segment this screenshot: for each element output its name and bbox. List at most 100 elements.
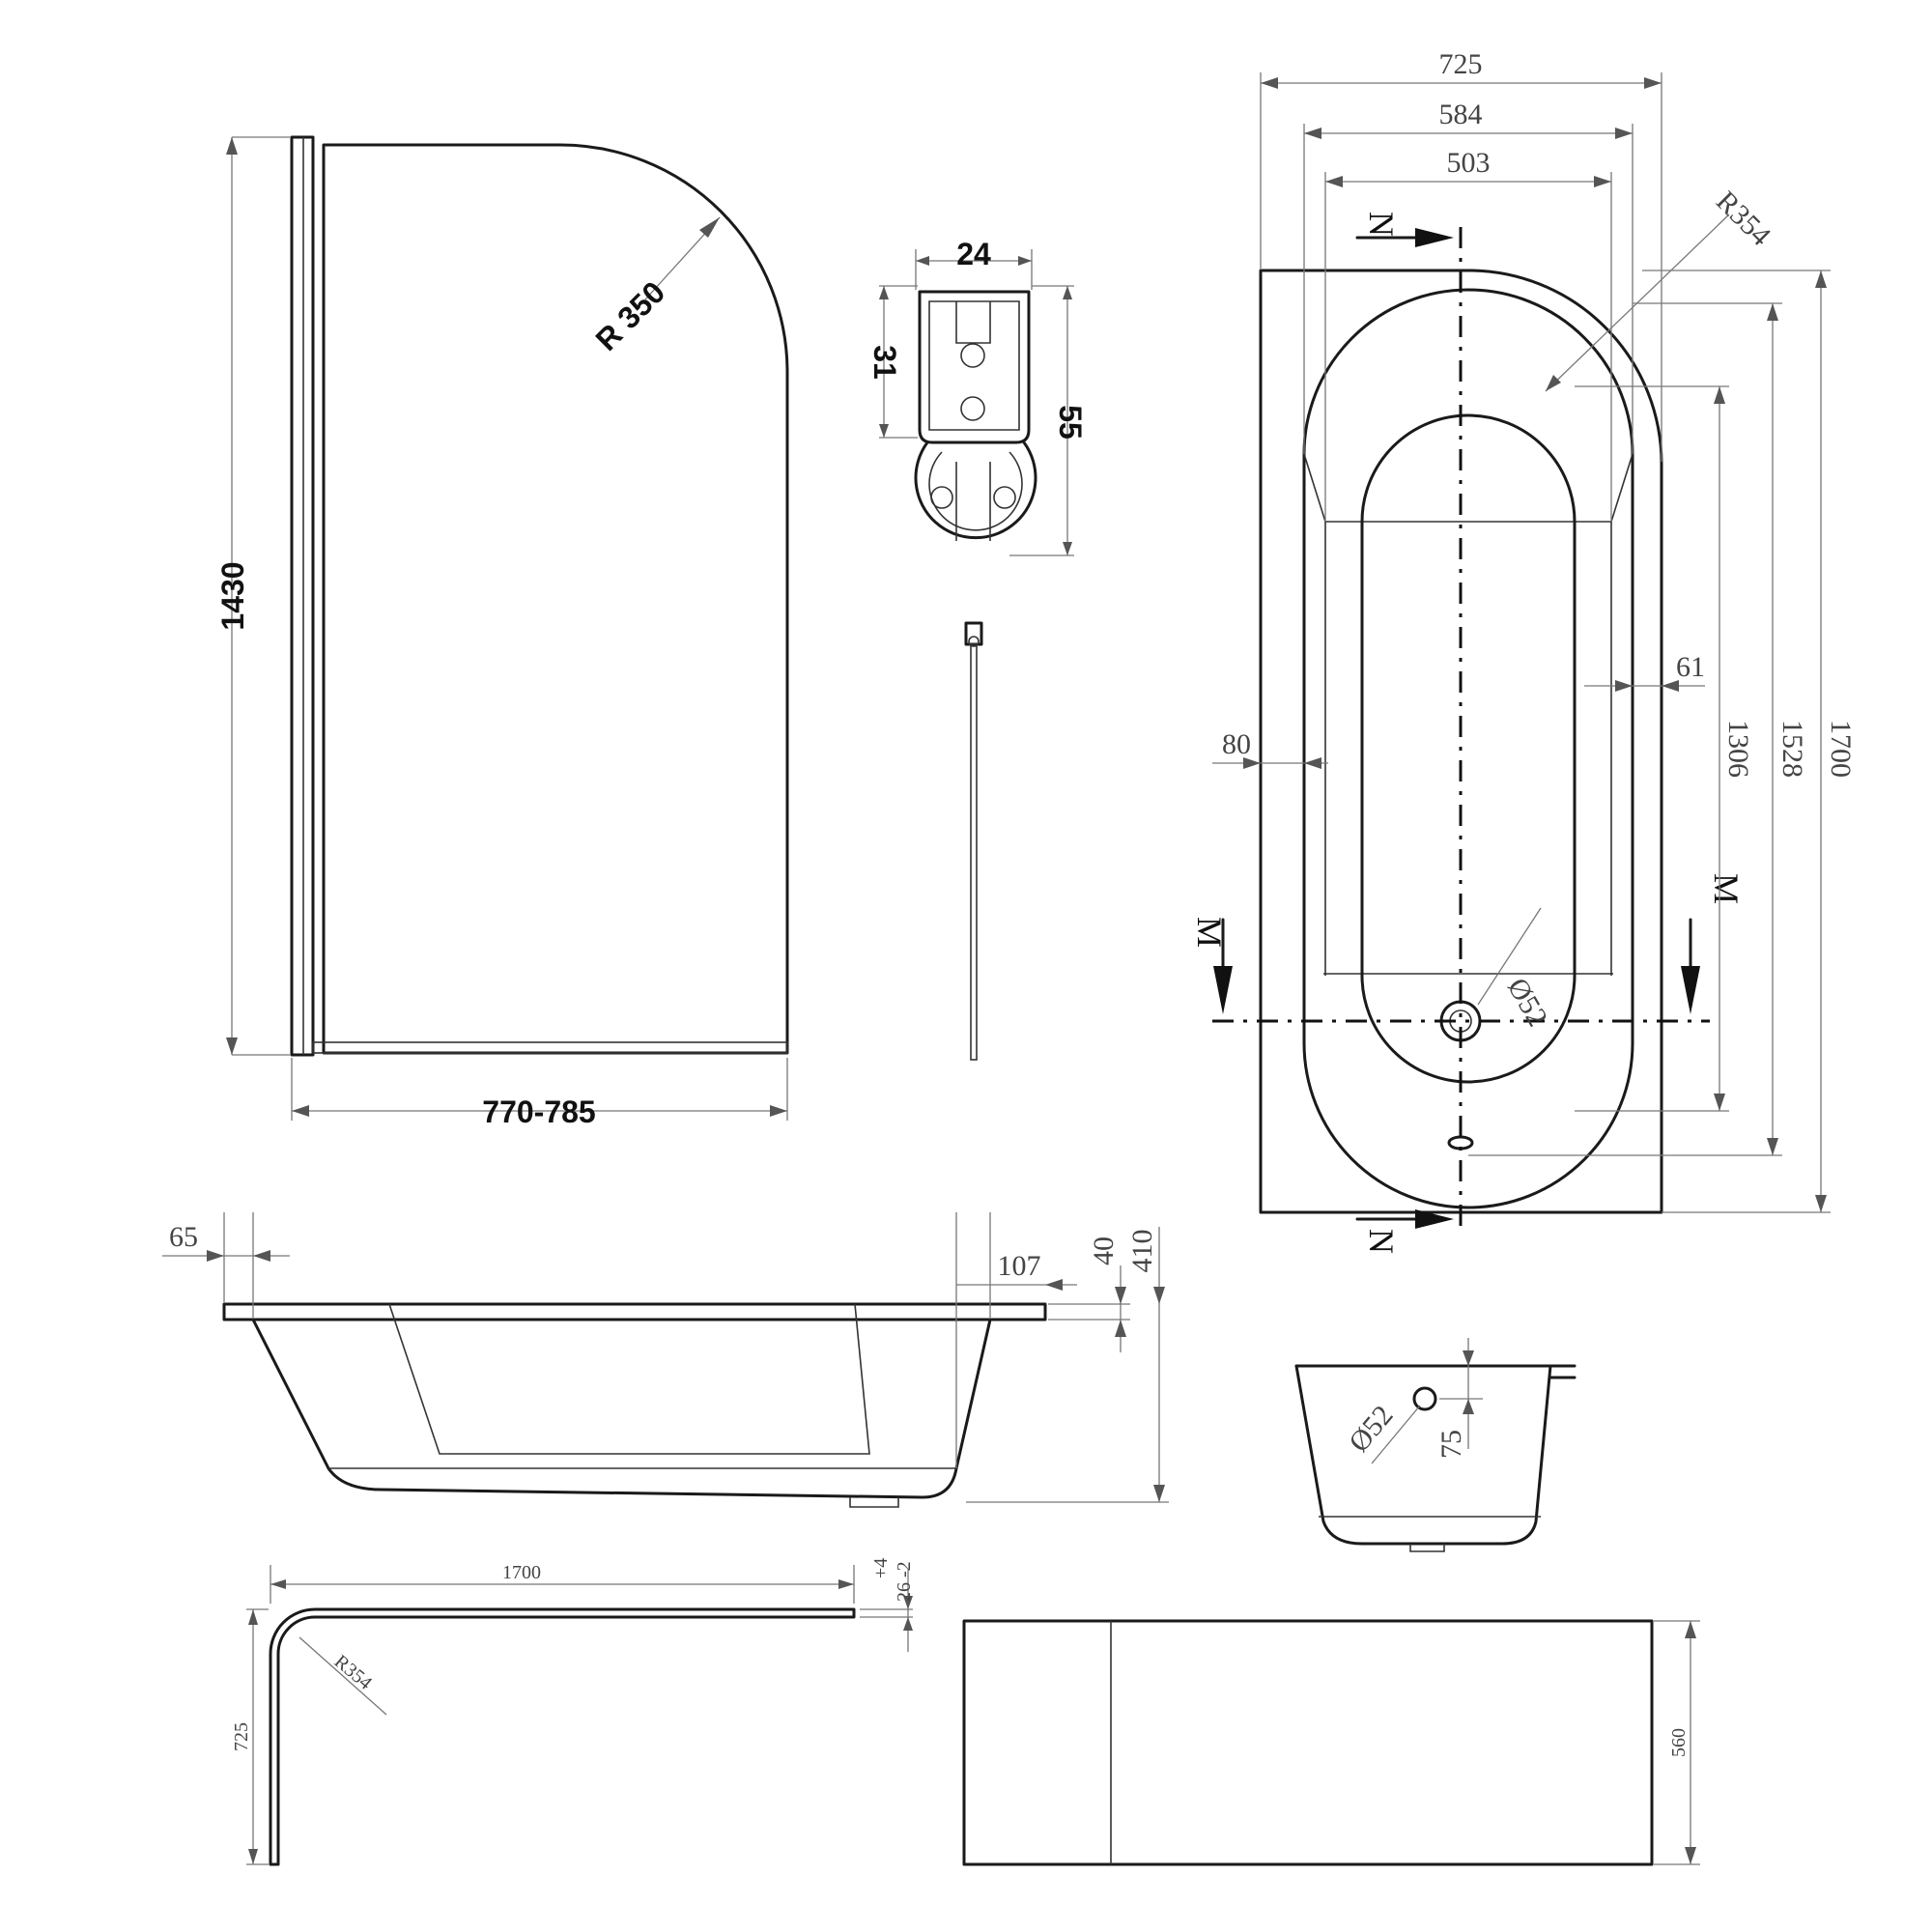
- plan-waste-label: Ø52: [1501, 973, 1553, 1032]
- plan-w584-arrow-right: [1615, 128, 1633, 139]
- hinge-profile-detail: 24 31 55: [867, 237, 1088, 556]
- end-75-arrow-top: [1463, 1350, 1474, 1366]
- profile-width-arrow-left: [916, 256, 929, 266]
- panel-plan-view: 1700 725 R354 +4 26 -2: [231, 1558, 915, 1866]
- plan-rim61-label: 61: [1676, 651, 1705, 683]
- bath-plan-view: N N M M 725 584 503 R354: [1190, 48, 1857, 1254]
- screen-glass-panel: [322, 143, 789, 1055]
- profile-round-inner: [928, 451, 1023, 531]
- section-n-label-top: N: [1362, 212, 1401, 237]
- plan-w725-arrow-left: [1261, 77, 1278, 89]
- end-75-arrow-bottom: [1463, 1399, 1474, 1414]
- plan-l1528-arrow-bottom: [1767, 1138, 1778, 1155]
- side-view-hinge-pin: [968, 636, 980, 647]
- plan-outer-deck: [1259, 269, 1663, 1214]
- section-n-arrow-top-head: [1415, 228, 1454, 247]
- panel-tol-minus-label: 26 -2: [894, 1561, 915, 1602]
- plan-w725-label: 725: [1439, 48, 1483, 80]
- profile-upper-slot: [955, 301, 991, 344]
- bath-end-section: Ø52 75: [1294, 1338, 1577, 1552]
- side-rim: [222, 1302, 1047, 1321]
- panel-725-label: 725: [231, 1722, 252, 1751]
- profile-channel-outline: [918, 290, 1031, 444]
- plan-w584-arrow-left: [1304, 128, 1321, 139]
- plan-waste-leader: [1477, 907, 1542, 1006]
- section-m-arrow-right-head: [1681, 966, 1700, 1014]
- plan-l1306-arrow-bottom: [1714, 1094, 1725, 1111]
- side-waste-trap: [849, 1497, 899, 1508]
- screen-height-arrow-top: [226, 137, 238, 155]
- panel-plan-profile: [269, 1607, 856, 1866]
- side-410-label: 410: [1126, 1230, 1158, 1273]
- end-waste-label: Ø52: [1343, 1400, 1399, 1459]
- panel-tol-arrow-bottom: [903, 1617, 913, 1631]
- end-panel-elevation: 560: [962, 1619, 1700, 1866]
- end-panel-outline: [962, 1619, 1654, 1866]
- screen-width-arrow-right: [770, 1105, 787, 1117]
- side-107-label: 107: [998, 1250, 1041, 1282]
- bath-side-elevation: 65 107 40 410: [162, 1212, 1169, 1508]
- panel-725-arrow-bottom: [248, 1849, 258, 1864]
- profile-round-housing: [914, 440, 1037, 540]
- panel-725-arrow-top: [248, 1609, 258, 1625]
- panel-1700-arrow-right: [838, 1579, 854, 1589]
- screen-radius-arrowhead: [699, 217, 720, 238]
- plan-bath-wall-lines: [1324, 522, 1612, 976]
- plan-w503-label: 503: [1447, 147, 1491, 179]
- profile-channel-inner: [928, 300, 1020, 431]
- plan-radius-arrowhead: [1546, 375, 1561, 391]
- side-65-label: 65: [169, 1221, 198, 1253]
- side-65-arrow-right: [253, 1250, 270, 1262]
- screen-height-arrow-bottom: [226, 1037, 238, 1055]
- plan-l1700-arrow-top: [1815, 270, 1827, 288]
- section-n-label-bottom: N: [1362, 1229, 1401, 1254]
- profile-short-label: 31: [867, 345, 902, 380]
- plan-l1700-arrow-bottom: [1815, 1195, 1827, 1212]
- end-panel-560-arrow-bottom: [1685, 1847, 1696, 1864]
- section-n-arrow-bottom-head: [1415, 1209, 1454, 1229]
- plan-rim80-arrow-right: [1304, 757, 1321, 769]
- side-107-arrow: [1045, 1279, 1063, 1291]
- panel-1700-label: 1700: [502, 1562, 541, 1583]
- panel-tol-arrow-top: [903, 1596, 913, 1609]
- side-bath-body: [251, 1318, 992, 1499]
- profile-full-arrow-top: [1063, 286, 1072, 299]
- end-waste-trap: [1409, 1544, 1445, 1552]
- shower-screen-elevation: R 350 1430 770-785: [215, 135, 789, 1129]
- plan-rim61-arrow-left: [1615, 680, 1633, 692]
- side-40-arrow-bottom: [1115, 1320, 1126, 1337]
- panel-1700-arrow-left: [270, 1579, 286, 1589]
- profile-width-arrow-right: [1018, 256, 1032, 266]
- screen-height-label: 1430: [215, 561, 250, 630]
- profile-short-arrow-top: [879, 286, 889, 299]
- plan-bath-rim: [1302, 288, 1634, 1209]
- side-view-glass-edge: [970, 643, 978, 1061]
- screen-bottom-seal: [312, 1041, 788, 1054]
- plan-rim-upper-facets: [1303, 453, 1634, 523]
- end-panel-560-arrow-top: [1685, 1621, 1696, 1638]
- end-rim-lip: [1548, 1364, 1577, 1379]
- side-40-arrow-top: [1115, 1287, 1126, 1304]
- end-75-label: 75: [1435, 1430, 1467, 1459]
- side-65-arrow-left: [207, 1250, 224, 1262]
- screen-side-view: [964, 621, 983, 1061]
- side-410-arrow-top: [1153, 1287, 1165, 1304]
- plan-w503-arrow-right: [1594, 176, 1611, 187]
- side-inner-wall-lines: [388, 1303, 870, 1455]
- profile-screw-port-right: [993, 486, 1016, 509]
- profile-glass-slot: [955, 462, 991, 541]
- profile-screw-port-upper: [960, 343, 985, 368]
- profile-full-arrow-bottom: [1063, 542, 1072, 555]
- plan-bath-floor: [1360, 413, 1577, 1084]
- plan-l1528-label: 1528: [1776, 720, 1808, 778]
- screen-width-arrow-left: [292, 1105, 309, 1117]
- plan-rim80-arrow-left: [1243, 757, 1261, 769]
- screen-width-label: 770-785: [482, 1094, 595, 1129]
- side-40-label: 40: [1088, 1236, 1120, 1265]
- profile-short-arrow-bottom: [879, 424, 889, 438]
- plan-l1700-label: 1700: [1825, 720, 1857, 778]
- plan-l1528-arrow-top: [1767, 303, 1778, 321]
- end-bath-body: [1294, 1364, 1552, 1546]
- panel-radius-leader: [298, 1636, 387, 1716]
